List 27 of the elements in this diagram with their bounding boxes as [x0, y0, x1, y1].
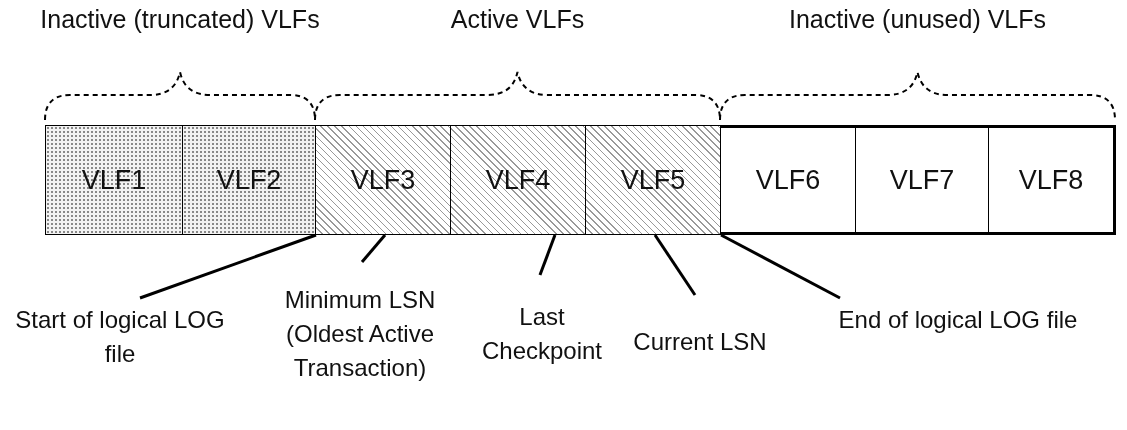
leader-line	[720, 233, 841, 300]
leader-line	[139, 233, 317, 300]
segment-name: VLF4	[485, 164, 551, 196]
log-segment-cell	[45, 125, 183, 235]
log-segment-cell	[315, 125, 451, 235]
group-heading: Inactive (unused) VLFs	[788, 5, 1047, 34]
leader-line	[538, 234, 557, 276]
callout-text: Start of logical LOG file	[0, 303, 240, 371]
segment-name: VLF2	[216, 164, 282, 196]
segment-name: VLF8	[1018, 164, 1084, 196]
leader-line	[653, 234, 697, 296]
segment-name: VLF1	[81, 164, 147, 196]
log-segment-cell	[450, 125, 586, 235]
callout-text: End of logical LOG file	[838, 303, 1078, 337]
log-segment-cell	[720, 125, 856, 235]
log-segment-cell	[182, 125, 316, 235]
segment-name: VLF6	[755, 164, 821, 196]
segment-name: VLF5	[620, 164, 686, 196]
group-heading: Active VLFs	[450, 5, 585, 34]
log-segment-cell	[988, 125, 1116, 235]
callout-text: Minimum LSN (Oldest Active Transaction)	[270, 283, 450, 385]
log-segment-cell	[585, 125, 721, 235]
segment-name: VLF3	[350, 164, 416, 196]
segment-name: VLF7	[889, 164, 955, 196]
group-heading: Inactive (truncated) VLFs	[40, 5, 320, 34]
log-segment-cell	[855, 125, 989, 235]
leader-line	[360, 234, 387, 263]
